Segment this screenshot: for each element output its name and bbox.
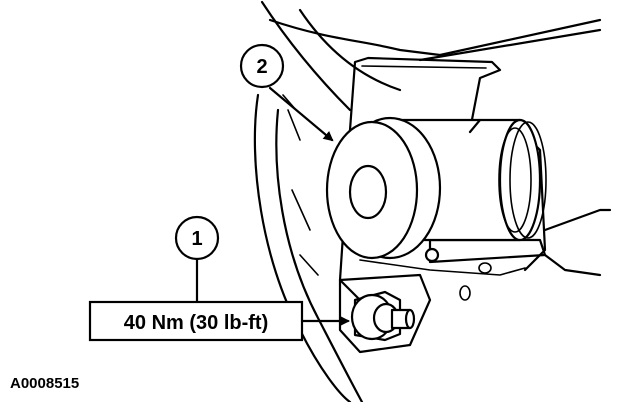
callout-2-number: 2 — [256, 56, 267, 78]
torque-spec-box: 40 Nm (30 lb-ft) — [88, 300, 350, 342]
torque-spec-label: 40 Nm (30 lb-ft) — [124, 312, 268, 334]
callout-1-number: 1 — [191, 228, 202, 250]
figure-id: A0008515 — [10, 375, 79, 392]
callout-1: 1 — [174, 215, 220, 304]
bolt — [350, 290, 416, 342]
body-panel — [260, 0, 602, 112]
callout-2: 2 — [239, 43, 334, 142]
bushing-face — [325, 116, 442, 263]
lower-bracket — [338, 259, 526, 354]
